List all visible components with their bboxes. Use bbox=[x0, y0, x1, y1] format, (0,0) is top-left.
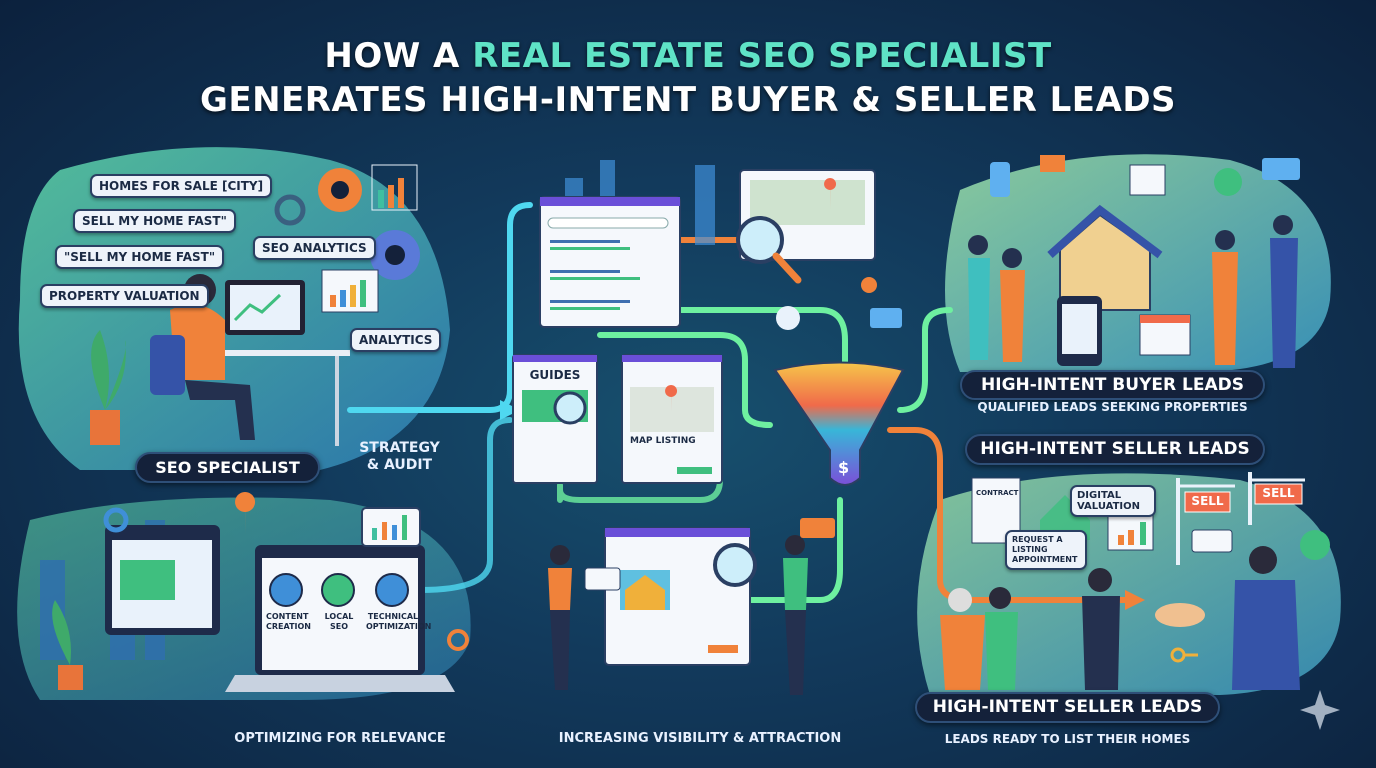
person-figure bbox=[783, 535, 808, 695]
bar-chart-icon bbox=[321, 269, 379, 313]
strategy-audit-label: STRATEGY & AUDIT bbox=[359, 440, 440, 473]
local-seo-icon bbox=[321, 573, 355, 607]
sell-sign: SELL bbox=[1191, 494, 1224, 508]
arrow-head-icon bbox=[1125, 590, 1145, 610]
title-line-1: HOW A REAL ESTATE SEO SPECIALIST bbox=[0, 36, 1376, 76]
gear-icon bbox=[103, 507, 129, 533]
digital-valuation-bubble: DIGITAL VALUATION bbox=[1070, 485, 1156, 517]
gear-icon bbox=[447, 629, 469, 651]
flow-line-cyan-top bbox=[347, 202, 533, 413]
gear-icon bbox=[318, 168, 362, 212]
sell-sign-post bbox=[1248, 472, 1305, 525]
optimizing-caption: OPTIMIZING FOR RELEVANCE bbox=[234, 731, 446, 746]
people-figures bbox=[940, 546, 1300, 690]
desktop-monitor bbox=[105, 525, 220, 635]
keyword-bubble: "SELL MY HOME FAST" bbox=[55, 245, 225, 269]
gear-icon bbox=[274, 194, 306, 226]
seller-leads-label-top: HIGH-INTENT SELLER LEADS bbox=[965, 434, 1265, 465]
flow-line-green-4 bbox=[747, 497, 843, 603]
keyword-bubble: PROPERTY VALUATION bbox=[40, 284, 209, 308]
visibility-caption: INCREASING VISIBILITY & ATTRACTION bbox=[558, 731, 842, 746]
flow-line-green-2 bbox=[557, 477, 723, 503]
magnifier-icon bbox=[713, 543, 757, 587]
seller-leads-label-bottom: HIGH-INTENT SELLER LEADS bbox=[915, 692, 1220, 723]
people-figures bbox=[968, 215, 1298, 368]
content-creation-label: CONTENT CREATION bbox=[266, 612, 311, 631]
chat-icon bbox=[870, 308, 902, 328]
contract-label: CONTRACT bbox=[976, 489, 1019, 497]
seller-leads-subtitle: LEADS READY TO LIST THEIR HOMES bbox=[944, 732, 1191, 746]
chat-icon bbox=[584, 567, 621, 591]
whatsapp-icon bbox=[1300, 530, 1330, 560]
map-listing-label: MAP LISTING bbox=[630, 436, 696, 446]
flow-line-green-buyer bbox=[897, 307, 953, 413]
technical-optimization-icon bbox=[375, 573, 409, 607]
dollar-icon bbox=[861, 277, 877, 293]
mail-icon bbox=[1040, 155, 1065, 172]
whatsapp-icon bbox=[1214, 168, 1242, 196]
person-figure bbox=[548, 545, 572, 690]
calendar-icon bbox=[1139, 314, 1191, 356]
arrow-head-icon bbox=[500, 400, 520, 420]
title-line-2: GENERATES HIGH-INTENT BUYER & SELLER LEA… bbox=[199, 80, 1177, 120]
analytics-bubble: ANALYTICS bbox=[350, 328, 442, 352]
guides-label: GUIDES bbox=[529, 368, 581, 382]
title-prefix: HOW A bbox=[324, 36, 460, 76]
search-results-page bbox=[539, 196, 681, 328]
phone-icon bbox=[990, 162, 1010, 197]
key-icon bbox=[1170, 647, 1198, 663]
handshake-icon bbox=[1155, 603, 1205, 627]
plant-icon bbox=[52, 600, 83, 690]
bar-chart-icon bbox=[371, 164, 418, 211]
magnifier-icon bbox=[736, 216, 802, 284]
technical-optimization-label: TECHNICAL OPTIMIZATION bbox=[366, 612, 432, 631]
guides-page bbox=[512, 354, 598, 484]
flow-line-cyan-bottom bbox=[417, 417, 513, 593]
keyword-bubble: SELL MY HOME FAST" bbox=[73, 209, 236, 233]
chat-icon bbox=[800, 518, 835, 538]
chat-icon bbox=[1262, 158, 1300, 180]
sparkle-icon bbox=[1300, 690, 1340, 730]
seo-specialist-label: SEO SPECIALIST bbox=[135, 452, 320, 483]
funnel-icon: $ bbox=[773, 361, 905, 486]
sell-sign-post bbox=[1176, 478, 1235, 565]
map-pin-icon bbox=[235, 492, 256, 535]
request-listing-bubble: REQUEST A LISTING APPOINTMENT bbox=[1005, 530, 1087, 570]
flow-line-green-3 bbox=[597, 332, 773, 428]
calendar-icon bbox=[1129, 164, 1166, 196]
dollar-icon: $ bbox=[838, 458, 849, 477]
buyer-leads-label: HIGH-INTENT BUYER LEADS bbox=[960, 370, 1265, 400]
keyword-bubble: HOMES FOR SALE [CITY] bbox=[90, 174, 273, 198]
seo-analytics-bubble: SEO ANALYTICS bbox=[253, 236, 376, 260]
gear-icon bbox=[370, 230, 420, 280]
house-icon bbox=[776, 306, 800, 330]
chat-icon bbox=[1191, 529, 1233, 553]
content-creation-icon bbox=[269, 573, 303, 607]
house-icon bbox=[1040, 495, 1090, 540]
map-listing-page bbox=[621, 354, 723, 484]
flow-line-green-1 bbox=[677, 307, 848, 373]
local-seo-label: LOCAL SEO bbox=[324, 612, 354, 631]
sell-sign: SELL bbox=[1262, 486, 1295, 500]
bar-chart-icon bbox=[361, 507, 421, 547]
phone-icon bbox=[1057, 296, 1102, 366]
buyer-leads-subtitle: QUALIFIED LEADS SEEKING PROPERTIES bbox=[977, 400, 1248, 414]
title-accent: REAL ESTATE SEO SPECIALIST bbox=[472, 36, 1052, 76]
